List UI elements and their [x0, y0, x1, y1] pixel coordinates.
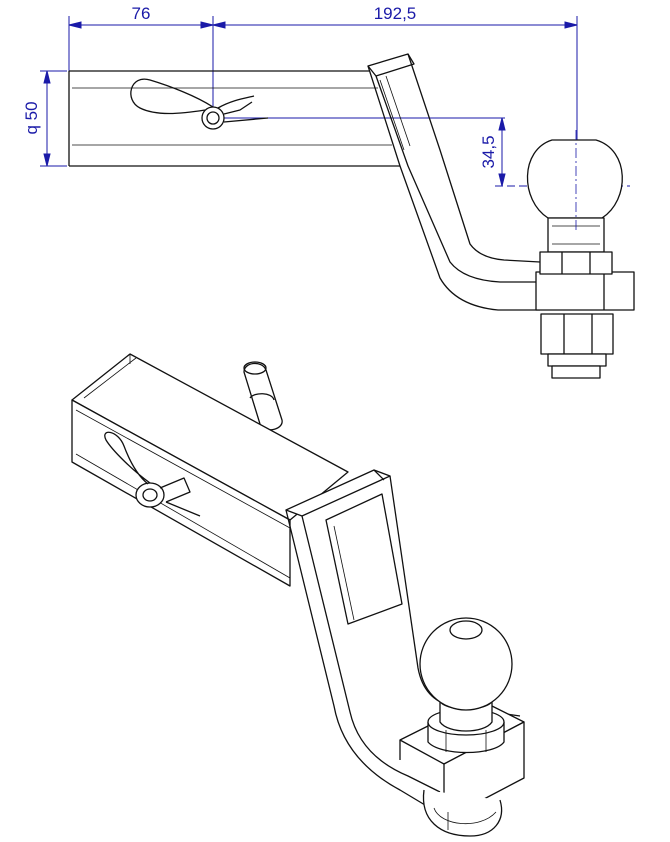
dim-ball-drop-label: 34,5: [479, 135, 498, 168]
drop-shank: [367, 53, 541, 311]
dim-width-right-label: 192,5: [374, 4, 417, 23]
iso-hitch-pin-clip: [104, 431, 201, 517]
dim-width-left-label: 76: [132, 4, 151, 23]
dimension-labels: 76 192,5 q 50 34,5: [22, 4, 498, 169]
iso-lower-nut: [422, 789, 503, 837]
hitch-ball: [526, 139, 623, 253]
dim-height-square-label: q 50: [22, 101, 41, 134]
ball-mount-plate: [535, 271, 635, 311]
side-view-hitch: [68, 53, 635, 379]
isometric-view-hitch: [71, 353, 525, 837]
iso-hitch-ball: [419, 617, 513, 711]
lower-nut: [540, 313, 614, 379]
iso-square-tube: [71, 353, 349, 587]
upper-nut: [539, 251, 613, 275]
hitch-pin-clip: [130, 78, 269, 130]
square-tube: [68, 70, 400, 167]
